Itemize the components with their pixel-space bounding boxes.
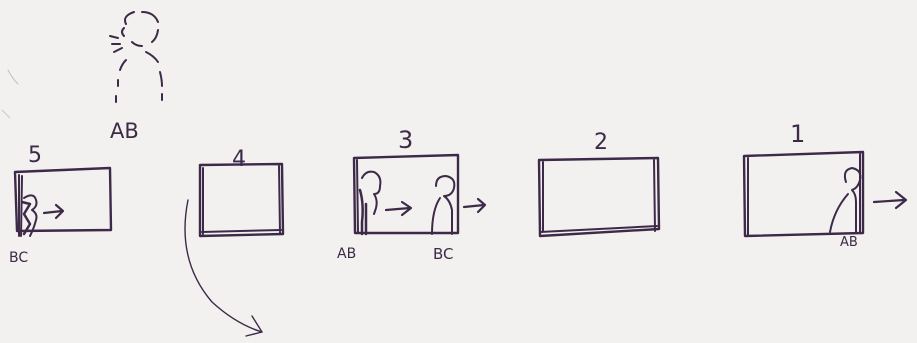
frame-2: 2 <box>537 130 661 238</box>
frame-number: 3 <box>398 126 413 154</box>
frame-label: AB <box>337 246 356 262</box>
frame-number: 5 <box>28 143 42 168</box>
frame-3: 3 AB BC <box>337 126 487 263</box>
dashed-figure <box>109 11 163 103</box>
arrow-right-icon <box>872 190 908 210</box>
frame-4: 4 <box>184 147 285 337</box>
frame-number: 2 <box>594 130 608 155</box>
frame-1: 1 AB <box>742 120 908 250</box>
arrow-right-icon <box>462 197 487 214</box>
frame-label: BC <box>433 245 454 263</box>
frame-label: BC <box>9 250 28 266</box>
frame-number: 1 <box>790 120 805 148</box>
person-silhouette-ab <box>358 170 382 236</box>
paper-smudge <box>1 109 11 119</box>
paper-smudge <box>7 69 19 85</box>
frame-5: 5 BC <box>9 143 113 266</box>
arrow-right-icon <box>384 200 413 217</box>
frame-number: 4 <box>232 147 246 172</box>
figure-label: AB <box>110 119 139 143</box>
pan-down-arrow <box>184 199 263 333</box>
arrow-right-icon <box>42 203 65 220</box>
person-silhouette-ab <box>829 167 862 233</box>
person-silhouette <box>20 194 38 237</box>
arrow-head-icon <box>245 315 263 337</box>
person-silhouette-bc <box>431 175 456 235</box>
frame-label: AB <box>840 235 858 250</box>
